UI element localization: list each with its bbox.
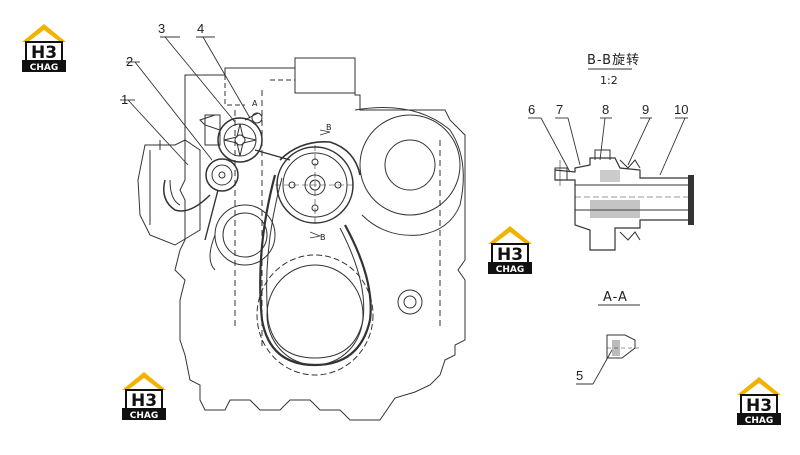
right-large-pulley (359, 114, 461, 216)
drive-belt (259, 174, 372, 367)
middle-idler-pulley (214, 204, 276, 266)
watermark-logo-top-left: H3 CHAG (18, 20, 70, 72)
watermark-logo-bottom-right: H3 CHAG (733, 373, 785, 425)
svg-text:CHAG: CHAG (130, 411, 159, 420)
tensioner-arm-pulley (217, 117, 263, 163)
svg-text:H3: H3 (497, 245, 523, 265)
chag-logo-icon: H3 CHAG (488, 226, 532, 274)
section-bb-title: B-B旋转 (587, 53, 640, 68)
callout-8: 8 (602, 102, 609, 117)
section-bb-detail (528, 68, 694, 251)
svg-text:H3: H3 (746, 396, 772, 416)
svg-text:CHAG: CHAG (745, 416, 774, 425)
callout-3: 3 (158, 21, 165, 36)
tensioner-pulley (205, 158, 239, 192)
view-mark-b-top: B (326, 123, 332, 132)
callout-5: 5 (576, 368, 583, 383)
section-bb-scale: 1:2 (600, 74, 618, 87)
svg-text:CHAG: CHAG (30, 63, 59, 72)
engine-outline (174, 57, 466, 421)
chag-logo-icon: H3 CHAG (737, 377, 781, 425)
callout-10: 10 (674, 102, 688, 117)
crank-pulley (256, 254, 374, 376)
svg-text:CHAG: CHAG (496, 265, 525, 274)
watermark-logo-center: H3 CHAG (484, 222, 536, 274)
section-aa-detail (576, 304, 640, 385)
callout-1: 1 (121, 92, 128, 107)
callout-4: 4 (197, 21, 204, 36)
view-mark-b-bottom: B (320, 233, 326, 242)
callout-6: 6 (528, 102, 535, 117)
right-housing (354, 107, 464, 236)
svg-text:H3: H3 (131, 391, 157, 411)
view-mark-a: A (252, 99, 258, 108)
chag-logo-icon: H3 CHAG (122, 372, 166, 420)
callout-9: 9 (642, 102, 649, 117)
chag-logo-icon: H3 CHAG (22, 24, 66, 72)
mount-hole (397, 289, 423, 315)
top-bracket (294, 57, 356, 94)
callout-2: 2 (126, 54, 133, 69)
svg-text:H3: H3 (31, 43, 57, 63)
alternator-body (137, 139, 201, 246)
section-aa-title: A-A (603, 290, 628, 305)
callout-7: 7 (556, 102, 563, 117)
watermark-logo-bottom-left: H3 CHAG (118, 368, 170, 420)
